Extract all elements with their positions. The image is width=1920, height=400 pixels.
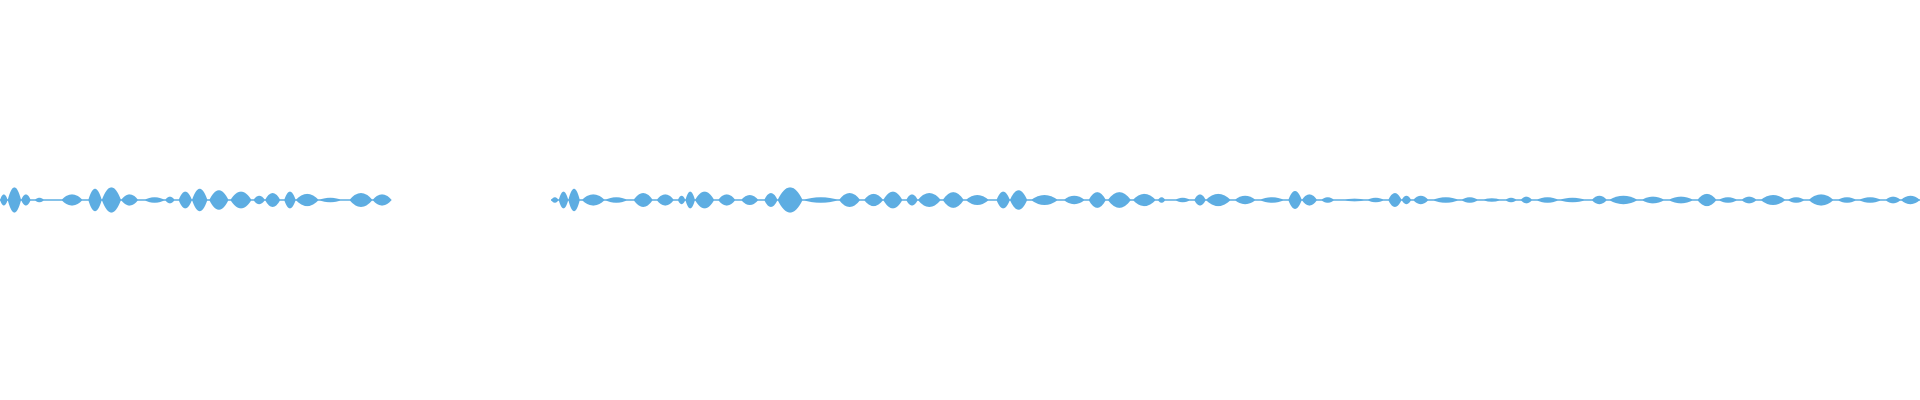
waveform-segment — [7, 187, 22, 213]
waveform-segment — [1808, 194, 1834, 206]
waveform-segment — [965, 194, 989, 206]
waveform-segment — [942, 192, 964, 208]
waveform-segment — [165, 196, 175, 204]
waveform-segment — [1301, 194, 1318, 206]
waveform-segment — [1559, 197, 1586, 203]
waveform-segment — [88, 188, 102, 212]
waveform-segment — [0, 194, 8, 206]
waveform-segment — [178, 191, 192, 209]
waveform-segment — [1668, 196, 1694, 204]
waveform-segment — [906, 194, 918, 206]
waveform-segment — [677, 195, 686, 205]
waveform-segment — [883, 191, 903, 209]
waveform-segment — [1461, 197, 1479, 203]
waveform-segment — [802, 197, 839, 203]
waveform-segment — [1205, 193, 1231, 207]
waveform-segment — [1858, 197, 1882, 203]
waveform-segment — [1107, 192, 1131, 208]
waveform-segment — [864, 193, 884, 207]
waveform-segment — [764, 193, 778, 207]
waveform-segment — [61, 194, 83, 206]
waveform-segment — [1718, 197, 1738, 203]
waveform-segment — [1413, 195, 1429, 205]
waveform-segment — [777, 187, 803, 213]
waveform-segment — [1401, 195, 1412, 205]
waveform-segment — [1536, 197, 1559, 203]
waveform-segment — [685, 191, 695, 209]
waveform-segment — [1787, 197, 1805, 203]
waveform-segment — [633, 193, 653, 207]
waveform-segment — [996, 191, 1010, 209]
waveform-segment — [21, 194, 31, 206]
waveform-segment — [1031, 194, 1058, 206]
waveform-segment — [265, 193, 281, 207]
waveform-segment — [295, 193, 319, 207]
waveform-segment — [1157, 197, 1166, 203]
waveform-segment — [1259, 197, 1285, 203]
waveform-segment — [230, 191, 252, 209]
waveform-segment — [1234, 195, 1256, 205]
waveform-segment — [1697, 193, 1717, 207]
waveform-segment — [101, 187, 121, 213]
waveform-segment — [1520, 196, 1533, 204]
waveform-segment — [604, 197, 628, 203]
waveform-segment — [741, 194, 759, 206]
waveform-segment — [1088, 192, 1106, 208]
waveform-segment — [1505, 197, 1517, 203]
waveform-segment — [1432, 197, 1460, 203]
waveform-segment — [581, 194, 605, 206]
waveform-segment — [349, 193, 373, 207]
waveform-segment — [568, 188, 580, 212]
waveform-segment — [284, 191, 296, 209]
waveform-segment — [1288, 191, 1302, 209]
waveform-segment — [695, 191, 715, 209]
waveform-segment — [253, 195, 265, 205]
waveform-segment — [1009, 190, 1028, 210]
waveform-segment — [1175, 197, 1191, 203]
waveform-segment — [34, 197, 45, 203]
waveform-segment — [1609, 195, 1638, 205]
waveform-segment — [209, 190, 229, 210]
waveform-segment — [839, 193, 861, 207]
waveform-segment — [1194, 194, 1206, 206]
waveform-segment — [144, 197, 166, 203]
waveform-segment — [558, 191, 569, 209]
waveform-segment — [1342, 198, 1367, 202]
waveform-segment — [718, 194, 736, 206]
waveform-segment — [318, 197, 342, 203]
waveform-segment — [1388, 193, 1402, 207]
waveform-segment — [1760, 194, 1786, 206]
waveform-blobs — [0, 187, 1920, 213]
waveform-segment — [1367, 197, 1385, 203]
waveform-segment — [551, 197, 559, 203]
waveform-segment — [1741, 196, 1757, 204]
waveform-segment — [1641, 196, 1665, 204]
waveform-segment — [1900, 195, 1920, 205]
waveform-segment — [192, 188, 208, 212]
waveform-segment — [121, 194, 139, 206]
waveform-segment — [1132, 193, 1156, 207]
waveform-segment — [656, 194, 674, 206]
waveform-segment — [1321, 197, 1335, 203]
waveform-segment — [1063, 195, 1085, 205]
waveform-segment — [1591, 195, 1607, 205]
waveform-segment — [1482, 198, 1502, 202]
waveform-segment — [1885, 196, 1901, 204]
waveform-segment — [372, 194, 392, 206]
waveform-segment — [917, 193, 941, 207]
waveform-segment — [1837, 197, 1857, 203]
